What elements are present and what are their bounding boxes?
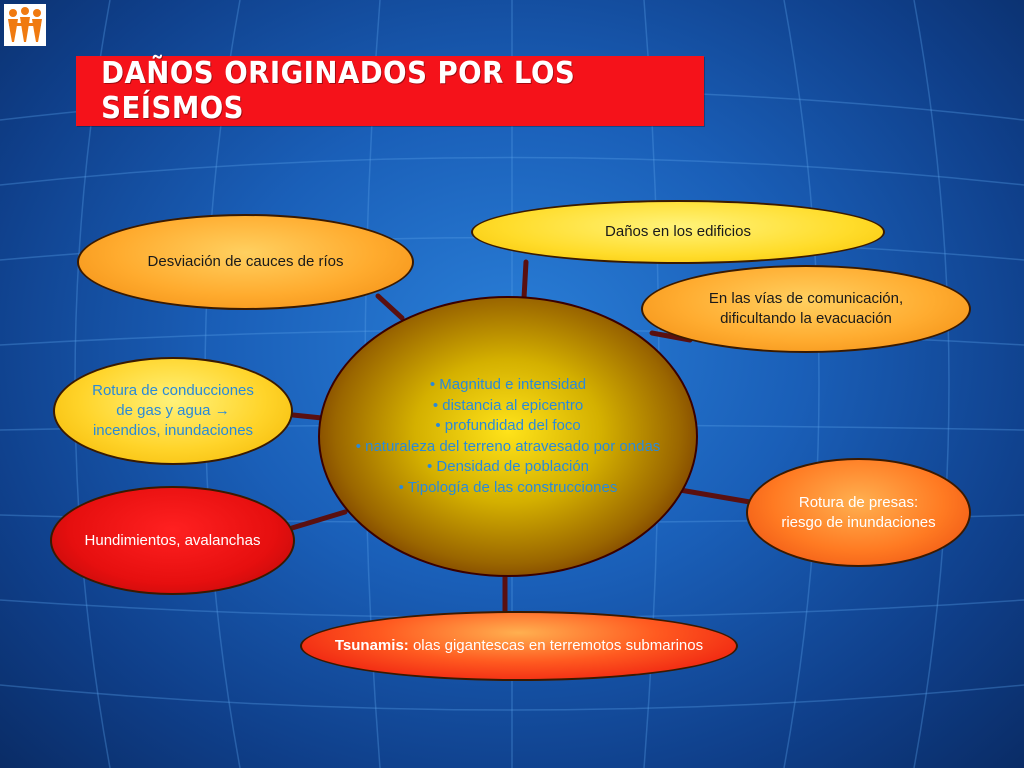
- node-hundimientos-label: Hundimientos, avalanchas: [84, 531, 261, 549]
- node-desviacion: Desviación de cauces de ríos: [77, 214, 414, 310]
- node-vias-line1: En las vías de comunicación,: [708, 290, 904, 307]
- node-presas-line2: riesgo de inundaciones: [781, 513, 936, 531]
- people-group-icon: [4, 4, 46, 46]
- node-edificios: Daños en los edificios: [471, 200, 885, 264]
- factor-item: • profundidad del foco: [435, 417, 581, 434]
- node-hundimientos: Hundimientos, avalanchas: [50, 486, 295, 595]
- connector-hundimientos: [289, 509, 348, 531]
- node-vias: En las vías de comunicación, dificultand…: [641, 265, 971, 353]
- node-tsunamis: Tsunamis: olas gigantescas en terremotos…: [300, 611, 738, 681]
- factor-item: • distancia al epicentro: [432, 396, 584, 414]
- node-tsunamis-label: Tsunamis:: [334, 637, 409, 654]
- node-presas-line1: Rotura de presas:: [798, 493, 919, 511]
- page-title: DAÑOS ORIGINADOS POR LOS SEÍSMOS: [101, 56, 576, 126]
- factor-item: • Magnitud e intensidad: [429, 376, 587, 393]
- factors-list: • Magnitud e intensidad • distancia al e…: [356, 375, 661, 498]
- factor-item: • naturaleza del terreno atravesado por …: [355, 437, 661, 455]
- node-rotura-cond-line3: incendios, inundaciones: [92, 422, 254, 439]
- node-rotura-conducciones: Rotura de conducciones de gas y agua → i…: [53, 357, 293, 465]
- connector-desviacion: [375, 293, 405, 321]
- factor-item: • Tipología de las construcciones: [398, 478, 618, 496]
- title-banner: DAÑOS ORIGINADOS POR LOS SEÍSMOS: [76, 56, 704, 126]
- node-edificios-label: Daños en los edificios: [605, 223, 751, 240]
- node-rotura-cond-line2: de gas y agua →: [116, 402, 230, 419]
- node-presas: Rotura de presas: riesgo de inundaciones: [746, 458, 971, 567]
- connector-presas: [677, 487, 753, 505]
- node-tsunamis-text: olas gigantescas en terremotos submarino…: [408, 637, 704, 654]
- node-desviacion-label: Desviación de cauces de ríos: [147, 253, 344, 270]
- central-factors-node: • Magnitud e intensidad • distancia al e…: [318, 296, 698, 577]
- factor-item: • Densidad de población: [426, 458, 590, 475]
- connector-edificios: [521, 259, 529, 301]
- node-rotura-cond-line1: Rotura de conducciones: [92, 382, 254, 399]
- node-vias-line2: dificultando la evacuación: [720, 310, 892, 327]
- connector-vias: [649, 330, 693, 343]
- connector-rotura-cond: [290, 412, 325, 421]
